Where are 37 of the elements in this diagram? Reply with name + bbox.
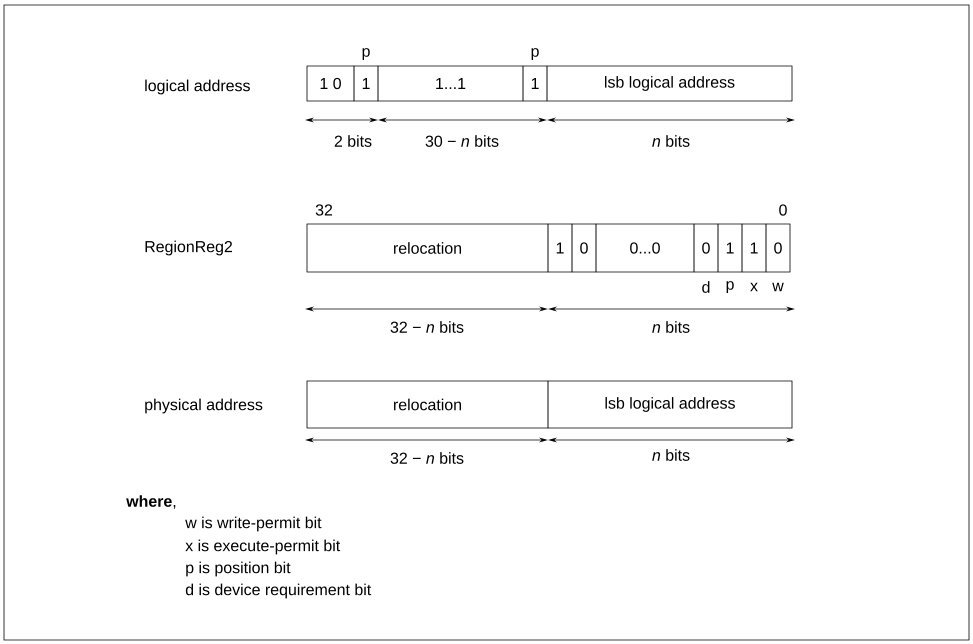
bit-field-cell: 0 [694,224,718,272]
label: w is write-permit bit [185,516,322,532]
label: physical address [145,398,262,414]
bit-field-cell: lsb logical address [548,380,792,428]
bit-name: p [532,48,539,60]
bit-field-cell: relocation [306,224,548,272]
label: x is execute-permit bit [185,540,340,554]
label: p is position bit [186,562,290,576]
label: n bits [652,449,690,461]
bit-field-cell: 1 [522,66,548,102]
label: n bits [652,321,690,333]
bit-name: w [772,282,784,292]
bit-field-cell: lsb logical address [546,66,792,102]
label: 30 − n bits [426,135,498,147]
label: n bits [652,135,690,147]
bit-field-cell: 1 [742,224,766,272]
bit-field-cell: 1 [354,66,378,102]
bit-field-cell: 1...1 [378,66,524,102]
label: 32 − n bits [390,452,464,464]
bit-field-cell: 1 0 [306,66,354,102]
label: where, [126,495,176,509]
bit-field-cell: 1 [718,224,742,272]
bit-field-cell: 1 [548,224,572,272]
bit-name: p [362,48,370,60]
bit-field-cell: 0 [572,224,596,272]
bit-name: d [702,281,710,293]
label: RegionReg2 [146,240,232,256]
label: d is device requirement bit [186,584,372,598]
bit-name: x [750,282,758,292]
bit-field-cell: 0...0 [596,224,694,272]
bit-field-cell: 0 [766,224,790,272]
bit-field-cell: relocation [306,380,548,428]
bit-name: p [726,281,734,293]
label: 2 bits [334,135,372,147]
label: 0 [779,204,787,216]
label: logical address [145,80,250,94]
label: 32 − n bits [390,321,464,333]
